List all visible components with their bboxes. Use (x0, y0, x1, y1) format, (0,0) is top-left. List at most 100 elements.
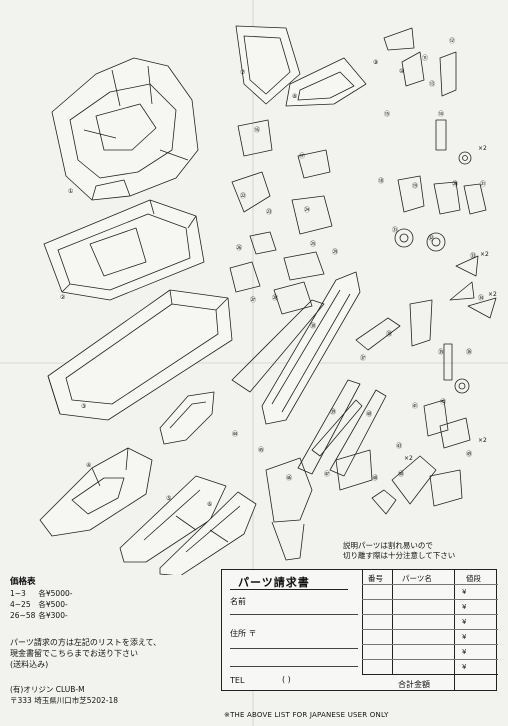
price-list: 価格表 1~3 各¥5000- 4~25 各¥500- 26~58 各¥300- (10, 577, 72, 621)
fragile-note-line: 切り離す際は十分注意して下さい (343, 551, 456, 560)
part-number: ⑱ (378, 177, 384, 185)
part-number: ㊷ (440, 398, 446, 406)
order-instruction-line: 現金書留でこちらまでお送り下さい (10, 649, 138, 658)
part-cargo-bay (47, 289, 233, 421)
header-price: 値段 (466, 574, 481, 583)
yen-mark: ¥ (462, 663, 467, 671)
fragile-parts-note: 説明パーツは割れ易いので 切り離す際は十分注意して下さい (343, 541, 455, 561)
table-row-line (362, 629, 498, 630)
part-number: ㉛ (392, 226, 398, 234)
part-number: ⑳ (452, 180, 458, 188)
table-row-line (362, 659, 498, 660)
quantity-mark: ×2 (404, 455, 413, 462)
part-number: ⑯ (254, 126, 260, 134)
part-number: ⑰ (299, 152, 305, 160)
part-number: ㉖ (236, 244, 242, 252)
part-number: ⑨ (373, 59, 378, 66)
part-number: ㉗ (250, 296, 256, 304)
quantity-mark: ×2 (488, 291, 497, 298)
part-number: ④ (86, 462, 91, 469)
part-number: ㊽ (372, 474, 378, 482)
part-number: ㉚ (310, 322, 316, 330)
company-info: (有)オリジン CLUB-M 〒333 埼玉県川口市芝5202-18 (10, 684, 118, 706)
table-divider (392, 570, 393, 674)
address-label: 住所 〒 (230, 629, 257, 638)
part-number: ㉑ (480, 180, 486, 188)
yen-mark: ¥ (462, 633, 467, 641)
yen-mark: ¥ (462, 603, 467, 611)
order-instruction-line: パーツ請求の方は左記のリストを添えて、 (10, 638, 162, 647)
quantity-marks: ×2 ×2 ×2 ×2 ×2 (404, 145, 497, 462)
part-number: ⑩ (399, 68, 404, 75)
name-label: 名前 (230, 597, 246, 606)
part-number: ⑧ (292, 93, 297, 100)
part-number: ⑥ (207, 501, 212, 508)
part-number: ㊵ (366, 410, 372, 418)
part-upper-fuselage (51, 57, 199, 201)
part-number: ㊹ (232, 430, 238, 438)
title-underline (230, 589, 348, 590)
price-range: 1~3 (10, 589, 26, 598)
footer-notice: ※THE ABOVE LIST FOR JAPANESE USER ONLY (224, 711, 389, 719)
part-number: ㊶ (412, 402, 418, 410)
quantity-mark: ×2 (478, 145, 487, 152)
part-number: ㊻ (286, 474, 292, 482)
part-wing-panels (235, 25, 367, 107)
price-range: 26~58 (10, 611, 36, 620)
table-row-line (362, 599, 498, 600)
order-instructions: パーツ請求の方は左記のリストを添えて、 現金書留でこちらまでお送り下さい (送料… (10, 637, 161, 670)
part-small-cluster (229, 119, 333, 315)
yen-mark: ¥ (462, 648, 467, 656)
part-number: ㉕ (310, 240, 316, 248)
part-engine-nacelles (119, 475, 257, 575)
part-number: ㉒ (240, 192, 246, 200)
part-number: ㉟ (438, 348, 444, 356)
part-number: ⑬ (429, 80, 435, 88)
fragile-note-line: 説明パーツは割れ易いので (343, 541, 433, 550)
part-long-booms (231, 271, 401, 561)
fold-crease-horizontal (0, 362, 508, 364)
order-instruction-line: (送料込み) (10, 660, 49, 669)
part-number: ⑫ (449, 37, 455, 45)
tel-field[interactable]: ( ) (282, 675, 291, 684)
part-number: ㉜ (428, 234, 434, 242)
part-right-cluster (335, 27, 497, 515)
part-number: ⑲ (412, 182, 418, 190)
tel-label: TEL (230, 676, 245, 685)
table-divider (362, 570, 363, 674)
part-number: ㉙ (332, 248, 338, 256)
part-number: ㊿ (398, 470, 404, 478)
parts-order-form: パーツ請求書 名前 住所 〒 TEL ( ) 番号 パーツ名 値段 ¥ ¥ ¥ … (221, 569, 498, 691)
table-divider (454, 570, 455, 691)
part-number: ㉝ (470, 252, 476, 260)
part-number: ㉔ (304, 206, 310, 214)
quantity-mark: ×2 (480, 251, 489, 258)
price-value: 各¥300- (38, 611, 68, 620)
part-number: ㊼ (324, 470, 330, 478)
price-list-title: 価格表 (10, 577, 36, 587)
part-number: ㊾ (466, 450, 472, 458)
part-number: ⑭ (438, 110, 444, 118)
part-nose-section (39, 447, 153, 537)
name-line[interactable] (230, 614, 358, 615)
price-row: 26~58 各¥300- (10, 610, 72, 621)
price-value: 各¥500- (38, 600, 68, 609)
part-number: ㉘ (272, 294, 278, 302)
table-row-line (362, 584, 498, 585)
price-row: 1~3 各¥5000- (10, 588, 72, 599)
form-title: パーツ請求書 (238, 576, 310, 589)
address-line[interactable] (230, 648, 358, 649)
part-number-labels: ① ② ③ ④ ⑤ ⑥ ⑦ ⑧ ⑨ ⑩ ⑪ ⑫ ⑬ ⑭ ⑮ ⑯ ⑰ ⑱ ⑲ ⑳ … (60, 37, 486, 508)
part-lower-fuselage (43, 199, 205, 301)
yen-mark: ¥ (462, 618, 467, 626)
part-number: ⑪ (422, 54, 428, 62)
part-number: ㊳ (386, 330, 392, 338)
company-address: 〒333 埼玉県川口市芝5202-18 (10, 696, 119, 705)
price-row: 4~25 各¥500- (10, 599, 72, 610)
part-number: ⑦ (240, 69, 246, 76)
part-number: ② (60, 294, 66, 301)
address-line[interactable] (230, 666, 358, 667)
table-row-line (362, 644, 498, 645)
fold-crease-vertical (252, 0, 254, 726)
